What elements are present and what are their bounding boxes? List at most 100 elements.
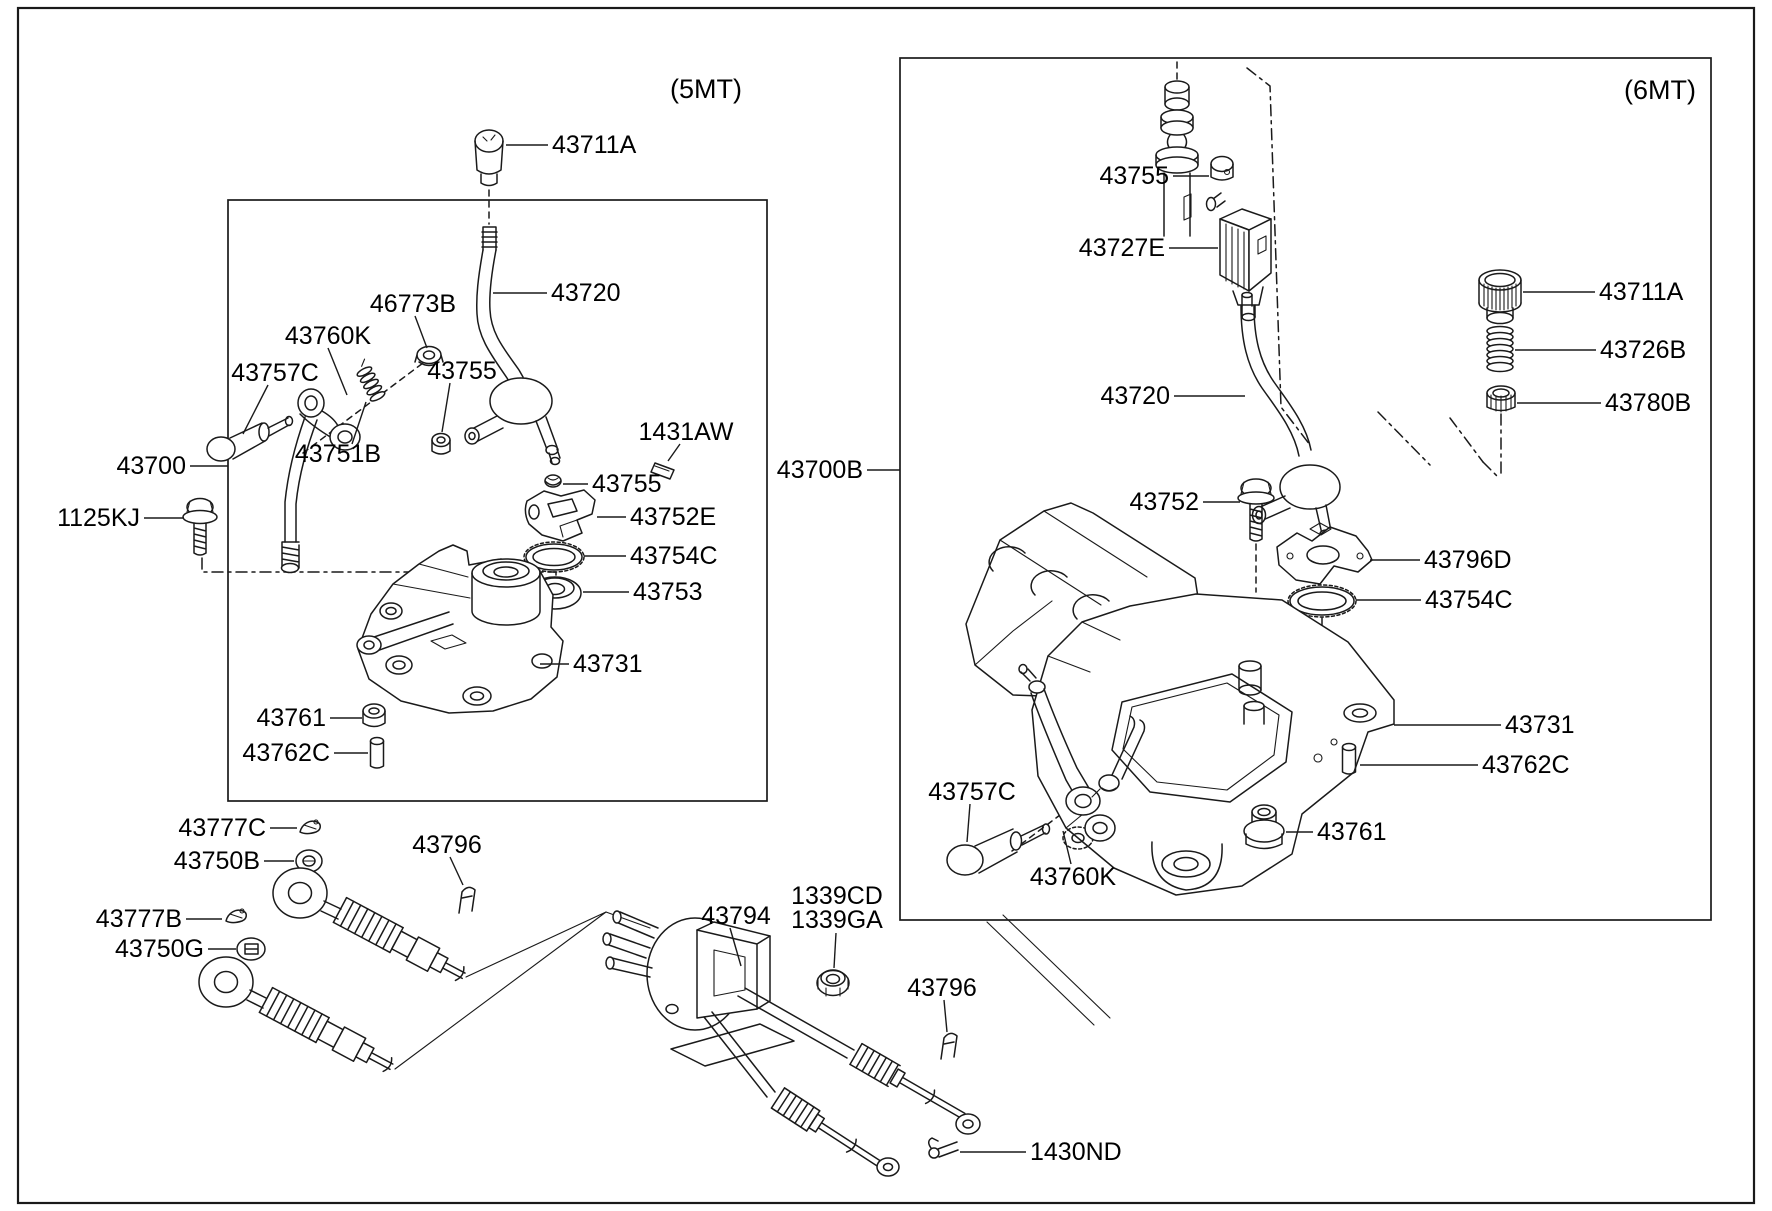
part-label-43755-8: 43755 <box>592 470 662 498</box>
leader-line-43757C <box>966 803 971 843</box>
spring-43726B <box>1486 325 1514 373</box>
part-label-43731-12: 43731 <box>573 650 643 678</box>
art-5mt-assembly <box>182 129 675 769</box>
part-label-43757C-36: 43757C <box>928 778 1016 806</box>
clip-43796-right <box>940 1032 958 1060</box>
cap-nut-43780B <box>1486 385 1516 413</box>
part-label-43760K-37: 43760K <box>1030 863 1117 891</box>
shift-knob-5mt <box>474 129 504 187</box>
part-label-43794-22: 43794 <box>701 902 771 930</box>
art-shift-cables <box>198 819 1111 1177</box>
section-box-6mt <box>899 57 1712 921</box>
clip-43777C <box>299 819 321 835</box>
part-label-43757C-4: 43757C <box>231 359 319 387</box>
labels-layer: 43711A 43720 46773B 43760K 43757C 43755 43751B… <box>57 131 1691 1166</box>
section-title-5mt: (5MT) <box>670 74 742 104</box>
c cable-eyelet-B <box>198 956 267 1009</box>
pin-43762C-5mt <box>369 736 385 769</box>
part-label-43750G-20: 43750G <box>115 935 204 963</box>
part-label-43760K-3: 43760K <box>285 322 372 350</box>
ring-43754C-5mt <box>523 541 585 573</box>
cable-runs <box>703 987 855 1098</box>
cable-conduit-lines <box>394 911 651 1070</box>
nut-46773B <box>414 345 444 367</box>
clip-43796-left <box>458 886 476 914</box>
part-label-43711A-39: 43711A <box>1599 278 1684 306</box>
stopper-nut-43761-6mt <box>1243 804 1285 850</box>
shifter-stack-6mt <box>1155 80 1199 237</box>
leader-line-43760K <box>327 347 348 396</box>
part-label-46773B-2: 46773B <box>370 290 456 318</box>
leader-line-1339GA <box>833 932 837 969</box>
washer-43750B <box>295 849 323 873</box>
grommet-plate-43794 <box>602 910 771 1031</box>
cable-A-end-eyelet <box>955 1113 981 1135</box>
lever-guide-43752E <box>524 489 596 542</box>
switch-housing-43727E <box>1205 192 1272 322</box>
part-label-43761-35: 43761 <box>1317 818 1387 846</box>
bushing-43755-upper <box>431 432 451 455</box>
section-box-5mt <box>227 199 768 802</box>
part-label-43777C-17: 43777C <box>178 814 266 842</box>
section-title-6mt: (6MT) <box>1624 75 1696 105</box>
part-label-43700B-38: 43700B <box>777 456 863 484</box>
cap-43755-lower <box>544 474 562 488</box>
spring-pin-43751B <box>356 358 386 402</box>
pin-43762C-6mt <box>1341 742 1357 775</box>
clip-43777B <box>225 908 247 924</box>
leader-line-43794 <box>729 927 742 967</box>
part-label-43711A-0: 43711A <box>552 131 637 159</box>
part-label-43726B-40: 43726B <box>1600 336 1686 364</box>
shift-knob-43711A-6mt <box>1478 269 1522 325</box>
control-arm-43760K-5mt <box>280 388 361 574</box>
part-label-43753-11: 43753 <box>633 578 703 606</box>
shift-lever-5mt <box>464 226 561 466</box>
leader-line-43796 <box>943 999 948 1033</box>
leader-line-1431AW <box>667 443 681 462</box>
bolt-43752 <box>1237 478 1275 542</box>
base-bracket-43731-5mt <box>356 544 564 714</box>
part-label-43727E-28: 43727E <box>1079 234 1165 262</box>
part-label-43751B-6: 43751B <box>295 440 381 468</box>
part-label-43780B-41: 43780B <box>1605 389 1691 417</box>
cable-B-boot-adjuster <box>258 986 394 1073</box>
ring-43754C-6mt <box>1287 584 1357 618</box>
bushing-43755-6mt <box>1210 155 1234 181</box>
nut-1339CD-1339GA <box>816 969 850 997</box>
page-border <box>16 6 1756 1205</box>
part-label-43720-29: 43720 <box>1100 382 1170 410</box>
part-label-43796D-31: 43796D <box>1424 546 1512 574</box>
part-label-43755-5: 43755 <box>427 357 497 385</box>
part-label-43754C-32: 43754C <box>1425 586 1513 614</box>
part-label-1339CD-23: 1339CD <box>791 882 883 910</box>
part-label-1125KJ-16: 1125KJ <box>57 504 140 532</box>
control-arm-43760K-6mt <box>1018 663 1146 842</box>
leader-line-43757C <box>242 384 269 435</box>
cable-A-end-boot <box>849 1042 966 1120</box>
part-label-43796-21: 43796 <box>412 831 482 859</box>
cable-B-end-boot <box>770 1087 883 1168</box>
guide-plate-43796D <box>1276 522 1373 585</box>
mounting-plate-outline <box>670 1023 795 1067</box>
cable-B-end-eyelet <box>876 1157 900 1177</box>
cable-A-boot-adjuster <box>332 896 466 982</box>
part-label-43752-30: 43752 <box>1129 488 1199 516</box>
part-label-43700-15: 43700 <box>116 452 186 480</box>
part-label-43752E-9: 43752E <box>630 503 716 531</box>
part-label-43750B-18: 43750B <box>174 847 260 875</box>
leader-line-43755 <box>441 382 451 433</box>
washer-43750G <box>236 937 266 961</box>
part-label-43762C-14: 43762C <box>242 739 330 767</box>
part-label-43777B-19: 43777B <box>96 905 182 933</box>
part-label-43761-13: 43761 <box>256 704 326 732</box>
part-label-43796-25: 43796 <box>907 974 977 1002</box>
pin-1431AW <box>650 462 675 480</box>
clip-1430ND <box>928 1137 959 1159</box>
art-6mt-assembly <box>946 80 1522 896</box>
part-label-1431AW-7: 1431AW <box>639 418 734 446</box>
part-label-43754C-10: 43754C <box>630 542 718 570</box>
base-bracket-43731-6mt <box>1031 593 1395 896</box>
pin-43757C-5mt <box>206 415 294 462</box>
